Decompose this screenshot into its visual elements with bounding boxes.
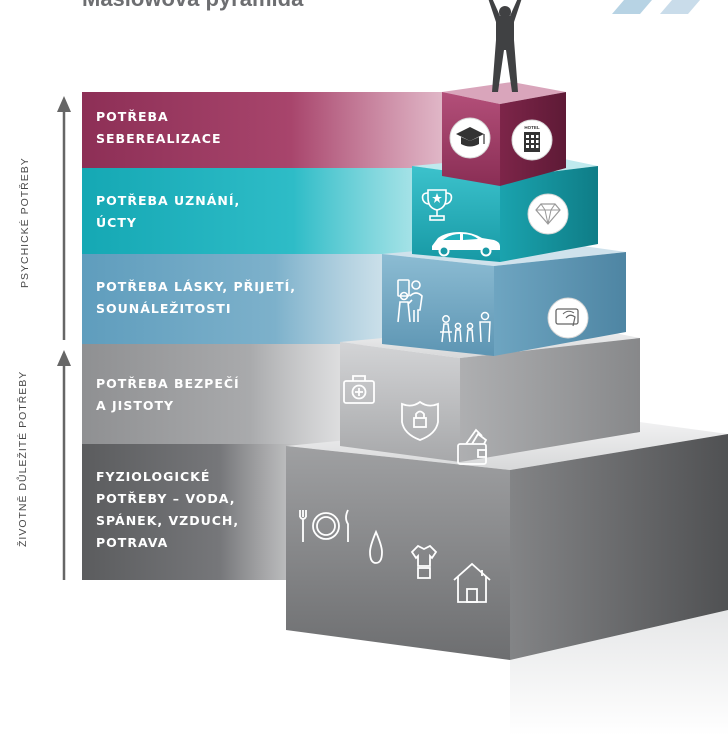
wallet-icon — [457, 428, 488, 465]
hotel-sign: HOTEL — [524, 125, 540, 130]
couple-icon — [397, 279, 423, 323]
axis-label-psychological: PSYCHICKÉ POTŘEBY — [19, 157, 31, 288]
axis-label-vital: ŽIVOTNĚ DŮLEŽITÉ POTŘEBY — [17, 370, 29, 547]
level-5-label: FYZIOLOGICKÉ POTŘEBY – VODA, SPÁNEK, VZD… — [96, 466, 239, 554]
level-1-line-2: SEBEREALIZACE — [96, 131, 222, 146]
level-4-line-2: A JISTOTY — [96, 398, 175, 413]
level-3-line-1: POTŘEBA LÁSKY, PŘIJETÍ, — [96, 279, 296, 294]
person-on-top-icon — [488, 0, 522, 92]
house-icon — [453, 562, 491, 603]
level-1-label: POTŘEBA SEBEREALIZACE — [96, 106, 222, 150]
family-icon — [440, 311, 491, 343]
level-4-label: POTŘEBA BEZPEČÍ A JISTOTY — [96, 373, 240, 417]
level-2-line-2: ÚCTY — [96, 215, 137, 230]
shield-lock-icon — [401, 400, 439, 441]
level-1-line-1: POTŘEBA — [96, 109, 169, 124]
plate-cutlery-icon — [299, 509, 349, 542]
band-safety — [82, 344, 362, 444]
level-5-line-1: FYZIOLOGICKÉ — [96, 469, 211, 484]
graduation-cap-icon — [449, 117, 491, 159]
level-5-line-3: SPÁNEK, VZDUCH, — [96, 513, 240, 528]
level-4-line-1: POTŘEBA BEZPEČÍ — [96, 376, 240, 391]
hotel-icon: HOTEL — [511, 119, 553, 161]
level-2-line-1: POTŘEBA UZNÁNÍ, — [96, 193, 241, 208]
level-2-label: POTŘEBA UZNÁNÍ, ÚCTY — [96, 190, 240, 234]
first-aid-kit-icon — [343, 375, 375, 404]
diagram-title: Maslowova pyramida — [82, 0, 303, 12]
water-drop-icon — [369, 529, 383, 564]
card-icon — [547, 297, 589, 339]
level-5-line-2: POTŘEBY – VODA, — [96, 491, 236, 506]
pyramid-shadow — [510, 610, 728, 736]
level-5-line-4: POTRAVA — [96, 535, 169, 550]
band-physiological — [82, 444, 312, 580]
axis-arrows — [57, 96, 71, 580]
decor-chevrons — [612, 0, 700, 14]
level-3-line-2: SOUNÁLEŽITOSTI — [96, 301, 232, 316]
tshirt-icon — [410, 544, 438, 579]
band-esteem — [82, 168, 434, 254]
band-self-actualization — [82, 92, 462, 168]
band-love — [82, 254, 404, 344]
level-3-label: POTŘEBA LÁSKY, PŘIJETÍ, SOUNÁLEŽITOSTI — [96, 276, 296, 320]
trophy-icon — [421, 189, 453, 221]
car-icon — [432, 232, 500, 257]
diamond-icon — [527, 193, 569, 235]
